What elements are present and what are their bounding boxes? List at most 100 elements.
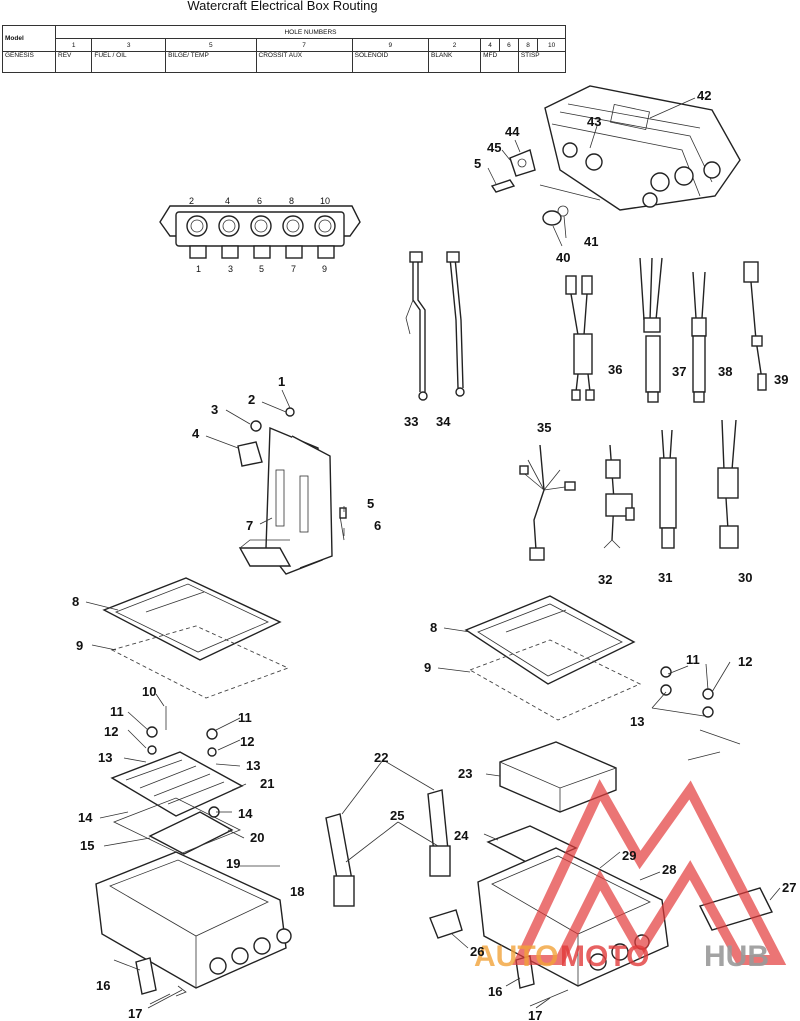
callout-label: 12 xyxy=(104,724,118,739)
watermark-text: HUB xyxy=(704,940,769,973)
callout-label: 44 xyxy=(505,124,520,139)
callout-label: 11 xyxy=(686,652,700,667)
hole-routing-table: Model HOLE NUMBERS 1 3 5 7 9 2 4 6 8 10 … xyxy=(2,25,567,73)
callout-label: 16 xyxy=(488,984,502,999)
callout-label: 8 xyxy=(430,620,437,635)
callout-label: 42 xyxy=(697,88,711,103)
hole-label: 2 xyxy=(189,196,194,206)
hole-label: 8 xyxy=(289,196,294,206)
callout-label: 16 xyxy=(96,978,110,993)
circuit-board-left xyxy=(110,706,244,855)
harness-37 xyxy=(639,257,663,403)
harness-33 xyxy=(405,251,428,401)
callout-label: 12 xyxy=(738,654,752,669)
callout-label: 25 xyxy=(390,808,404,823)
callout-label: 13 xyxy=(98,750,112,765)
diagram-title: Watercraft Electrical Box Routing xyxy=(187,0,378,13)
callout-label: 19 xyxy=(226,856,240,871)
hole-assignment: CROSSIT AUX xyxy=(255,51,353,73)
gasket-left xyxy=(110,625,290,699)
hole-label: 10 xyxy=(320,196,330,206)
callout-label: 17 xyxy=(128,1006,142,1021)
callout-label: 24 xyxy=(454,828,469,843)
watermark-logo xyxy=(512,779,787,965)
callout-label: 28 xyxy=(662,862,676,877)
callout-label: 41 xyxy=(584,234,598,249)
harness-35 xyxy=(519,444,576,561)
callout-label: 5 xyxy=(367,496,374,511)
callout-label: 29 xyxy=(622,848,636,863)
callout-label: 39 xyxy=(774,372,788,387)
callout-label: 11 xyxy=(110,704,124,719)
callout-label: 15 xyxy=(80,838,94,853)
callout-label: 30 xyxy=(738,570,752,585)
callout-label: 20 xyxy=(250,830,264,845)
callout-label: 14 xyxy=(238,806,253,821)
hole-assignment: BILGE/ TEMP xyxy=(165,51,257,73)
callout-label: 32 xyxy=(598,572,612,587)
connector-26 xyxy=(429,909,463,939)
connector-block xyxy=(159,205,361,259)
callout-label: 12 xyxy=(240,734,254,749)
callout-label: 6 xyxy=(374,518,381,533)
harness-39 xyxy=(743,261,767,391)
callout-label: 33 xyxy=(404,414,418,429)
callout-label: 3 xyxy=(211,402,218,417)
callout-label: 45 xyxy=(487,140,501,155)
callout-label: 36 xyxy=(608,362,622,377)
hole-label: 6 xyxy=(257,196,262,206)
callout-label: 11 xyxy=(238,710,252,725)
hole-assignment: REV xyxy=(54,51,93,73)
straps xyxy=(325,789,451,907)
model-header: Model xyxy=(2,25,56,52)
hole-label: 4 xyxy=(225,196,230,206)
callout-label: 43 xyxy=(587,114,601,129)
callout-label: 23 xyxy=(458,766,472,781)
callout-label: 13 xyxy=(246,758,260,773)
callout-label: 2 xyxy=(248,392,255,407)
watermark-text: MOTO xyxy=(560,940,649,973)
callout-label: 10 xyxy=(142,684,156,699)
bracket-assembly xyxy=(237,407,347,575)
hole-label: 9 xyxy=(322,264,327,274)
callout-label: 17 xyxy=(528,1008,542,1021)
hardware-right xyxy=(660,666,741,761)
hole-label: 1 xyxy=(196,264,201,274)
harness-31 xyxy=(659,429,677,549)
callout-label: 9 xyxy=(424,660,431,675)
harness-36 xyxy=(565,275,595,401)
harness-30 xyxy=(717,419,739,549)
callout-label: 31 xyxy=(658,570,672,585)
hole-assignment: BLANK xyxy=(427,51,482,73)
callout-label: 7 xyxy=(246,518,253,533)
harness-38 xyxy=(691,271,707,403)
watermark-text: AUTO xyxy=(474,940,558,973)
hole-assignment: SOLENOID xyxy=(351,51,430,73)
callout-label: 38 xyxy=(718,364,732,379)
hole-number: 10 xyxy=(537,38,566,52)
callout-label: 34 xyxy=(436,414,451,429)
callout-label: 4 xyxy=(192,426,200,441)
callout-label: 14 xyxy=(78,810,93,825)
hole-assignment: FUEL / OIL xyxy=(91,51,167,73)
callout-label: 18 xyxy=(290,884,304,899)
callout-label: 35 xyxy=(537,420,551,435)
callout-label: 8 xyxy=(72,594,79,609)
callout-label: 5 xyxy=(474,156,481,171)
callout-label: 13 xyxy=(630,714,644,729)
harness-32 xyxy=(603,444,635,549)
hole-label: 3 xyxy=(228,264,233,274)
lid-left xyxy=(102,577,282,661)
module-23 xyxy=(499,741,617,813)
callout-label: 40 xyxy=(556,250,570,265)
callout-label: 27 xyxy=(782,880,796,895)
hole-assignment: STISP xyxy=(517,51,567,73)
box-left xyxy=(95,851,292,1009)
callout-label: 1 xyxy=(278,374,285,389)
callout-label: 21 xyxy=(260,776,274,791)
gasket-right xyxy=(468,639,642,721)
callout-label: 37 xyxy=(672,364,686,379)
callout-label: 22 xyxy=(374,750,388,765)
